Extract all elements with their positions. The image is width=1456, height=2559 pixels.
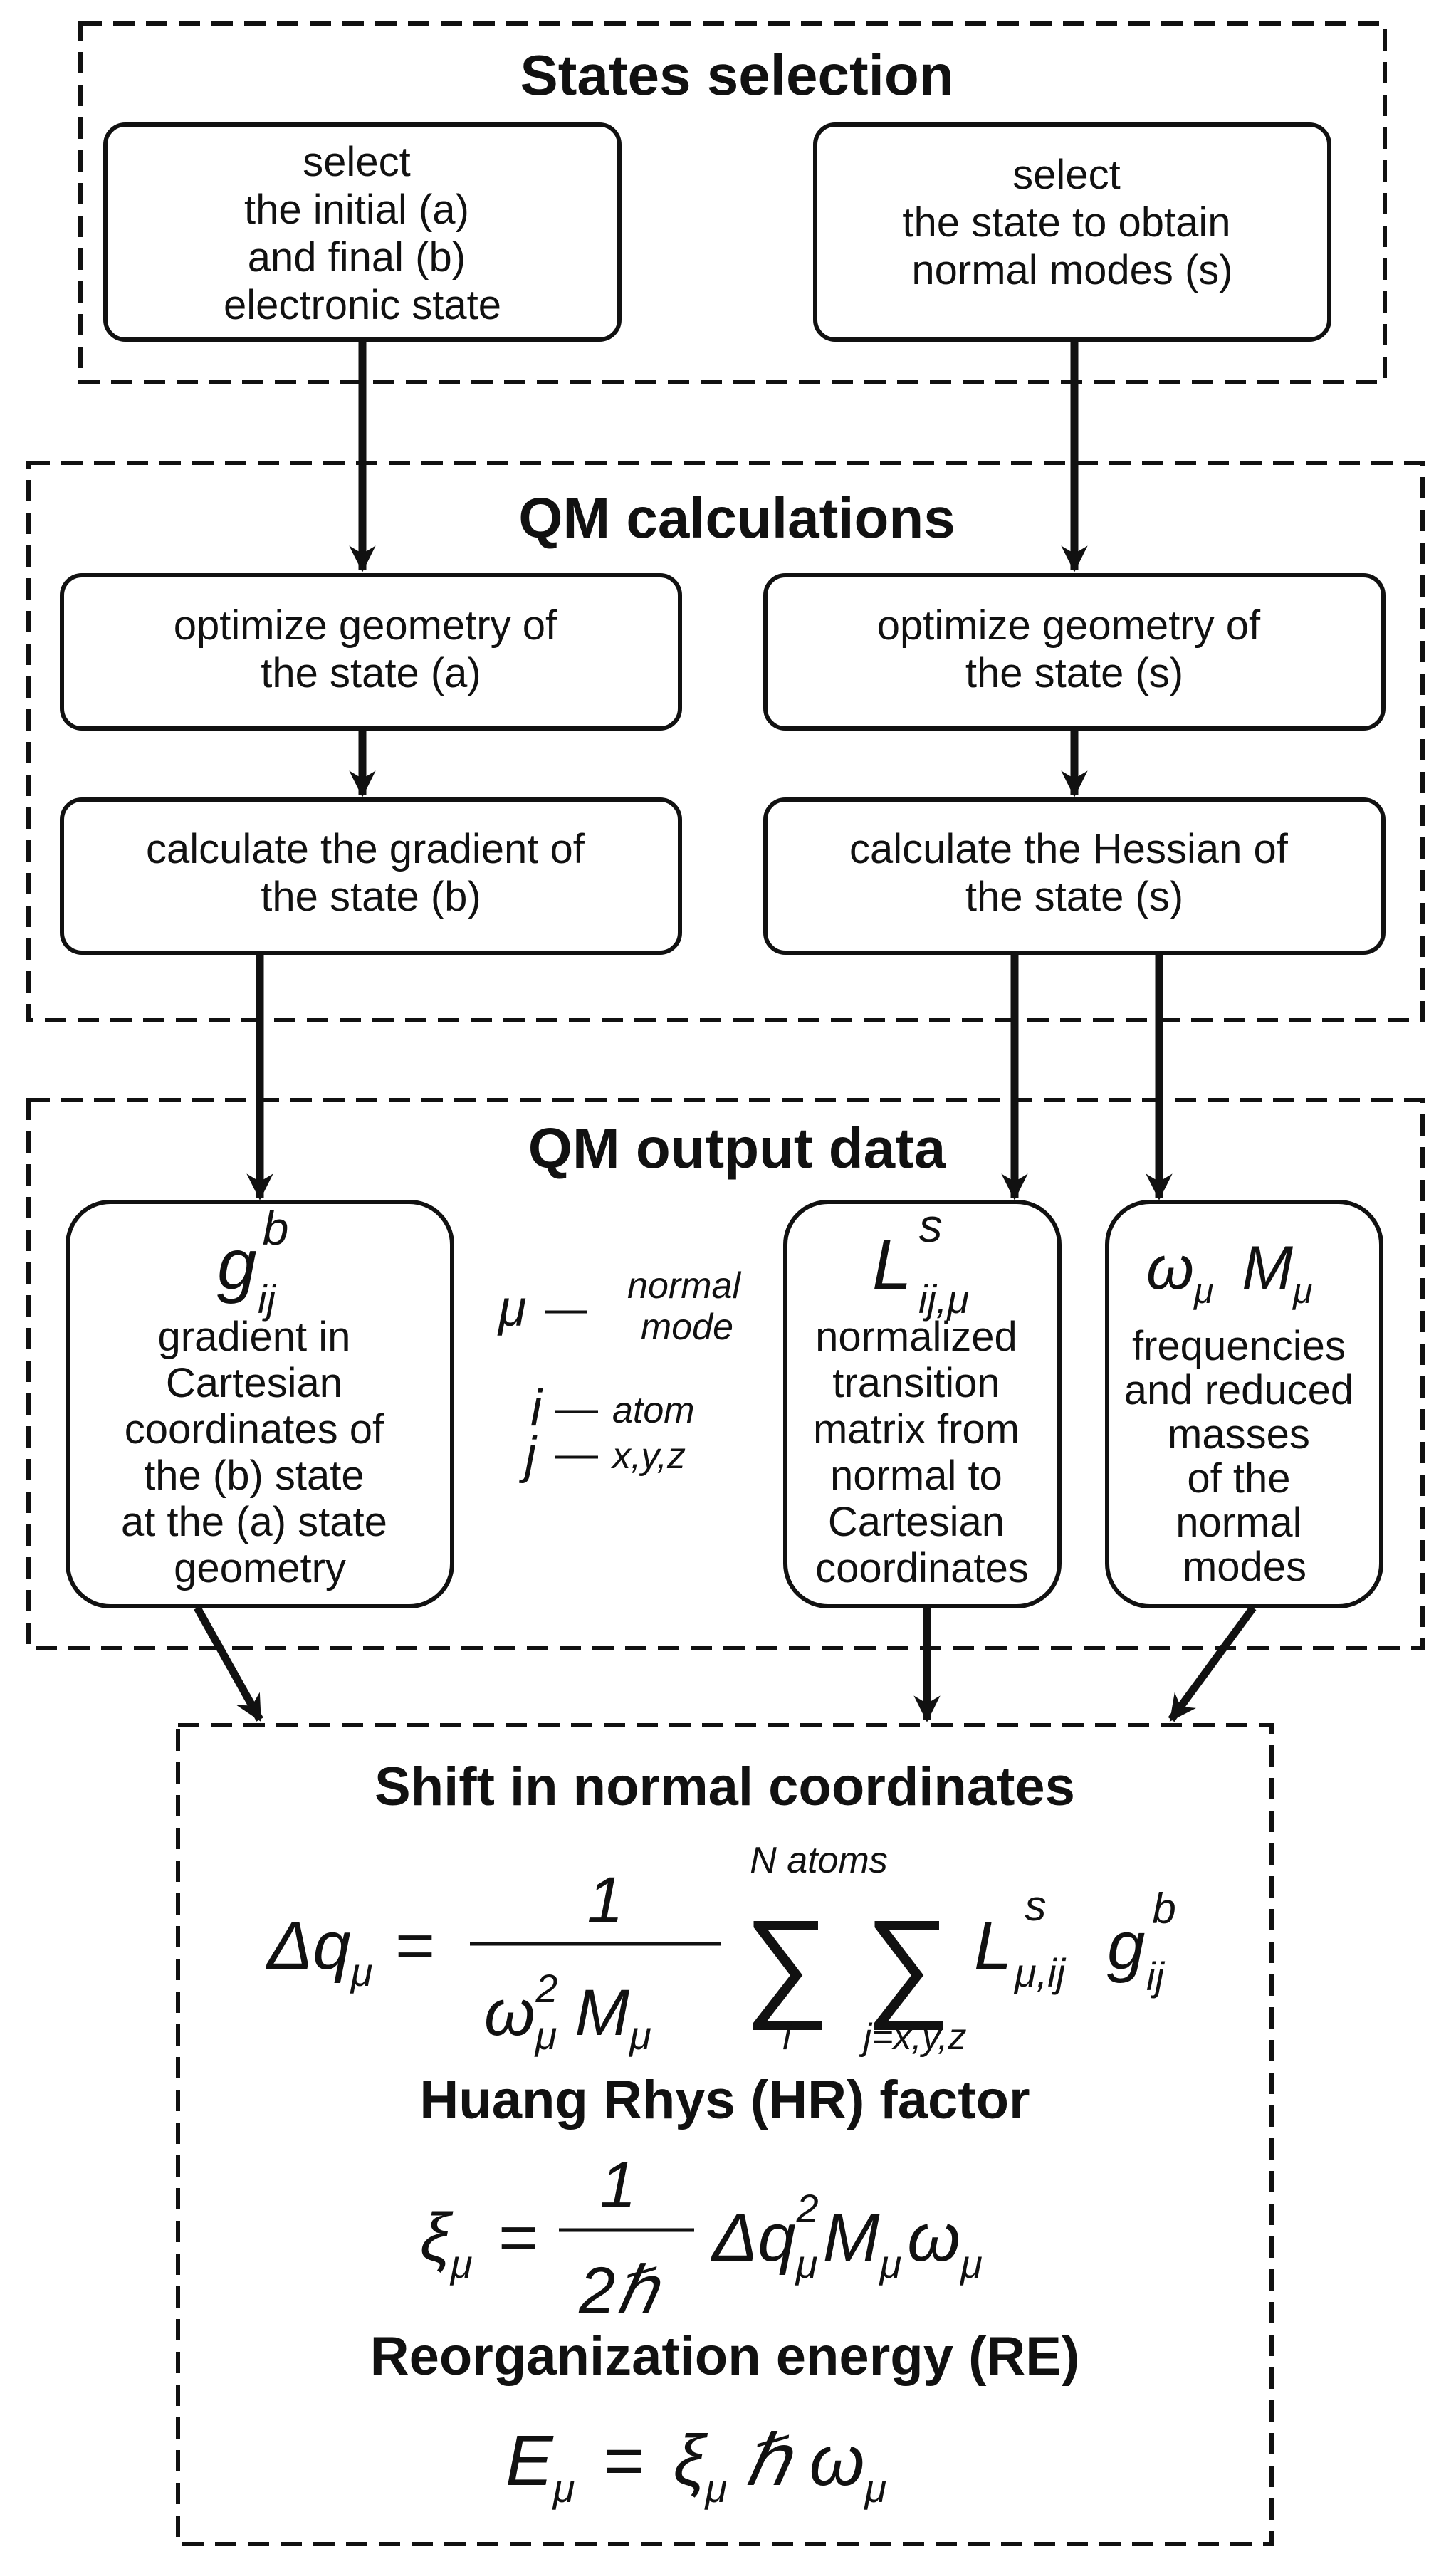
select-ab-line-1: select — [303, 139, 411, 185]
legend-i-symbol: i — [530, 1380, 543, 1437]
freq-desc-1: frequencies — [1132, 1323, 1346, 1369]
svg-text:j=x,y,z: j=x,y,z — [859, 2016, 967, 2058]
freq-desc-5: normal — [1175, 1500, 1302, 1546]
select-ab-line-3: and final (b) — [248, 234, 466, 281]
legend-mu-text-2: mode — [641, 1307, 733, 1348]
hr-formula: ξμ = 1 2ℏ Δqμ2Mμωμ — [420, 2149, 983, 2327]
svg-text:∑: ∑ — [743, 1895, 829, 2031]
svg-text:1: 1 — [599, 2149, 636, 2222]
svg-text:1: 1 — [587, 1864, 623, 1937]
freq-desc-2: and reduced — [1124, 1367, 1353, 1413]
qm-calculations-frame — [26, 461, 1425, 1022]
svg-text:select the initial (a): select the initial (a) and final (b) ele… — [224, 139, 501, 328]
svg-text:gb: gb — [1107, 1885, 1176, 1984]
freq-desc-6: modes — [1183, 1544, 1306, 1590]
shift-heading: Shift in normal coordinates — [375, 1757, 1075, 1817]
transition-desc-4: normal to — [830, 1453, 1002, 1499]
gradient-desc-4: the (b) state — [144, 1453, 364, 1499]
opt-a-line-2: the state (a) — [261, 650, 481, 696]
legend-j-dash: — — [555, 1430, 598, 1477]
svg-text:=: = — [395, 1908, 435, 1984]
qm-calculations-title: QM calculations — [518, 486, 955, 550]
opt-a-line-1: optimize geometry of — [174, 602, 557, 649]
svg-text:ξμ: ξμ — [420, 2199, 473, 2286]
svg-text:calculate the Hessian of t: calculate the Hessian of the state (s) — [849, 826, 1299, 920]
legend-mu-text-1: normal — [627, 1265, 741, 1307]
transition-desc-6: coordinates — [815, 1545, 1029, 1591]
freq-desc-4: of the — [1187, 1455, 1290, 1502]
gradient-output-box — [66, 1200, 454, 1608]
svg-text:N atoms: N atoms — [750, 1840, 888, 1881]
svg-text:ij: ij — [1146, 1954, 1165, 1999]
transition-desc-5: Cartesian — [828, 1499, 1005, 1545]
select-s-line-1: select — [1012, 152, 1121, 198]
opt-s-line-2: the state (s) — [965, 650, 1183, 696]
svg-text:∑: ∑ — [864, 1895, 950, 2031]
re-heading: Reorganization energy (RE) — [370, 2326, 1080, 2387]
grad-b-line-2: the state (b) — [261, 874, 481, 920]
gradient-desc-1: gradient in — [158, 1314, 351, 1360]
svg-text:frequencies and reduced: frequencies and reduced masses of the no… — [1124, 1323, 1366, 1590]
index-legend: μ — normal mode i — atom j — x,y,z — [497, 1265, 741, 1484]
svg-text:Δqμ: Δqμ — [266, 1908, 372, 1994]
results-frame — [176, 1723, 1274, 2546]
arrow-gradient-to-results — [194, 1606, 263, 1722]
arrow-frequencies-to-results — [1168, 1605, 1257, 1722]
svg-text:optimize geometry of the s: optimize geometry of the state (a) — [174, 602, 568, 696]
svg-text:2ℏ: 2ℏ — [578, 2254, 661, 2327]
states-selection-frame — [78, 21, 1387, 384]
transition-desc-1: normalized — [815, 1314, 1017, 1360]
qm-output-frame — [26, 1098, 1425, 1650]
svg-text:Δqμ2Mμωμ: Δqμ2Mμωμ — [711, 2186, 983, 2286]
select-s-line-3: normal modes (s) — [911, 247, 1232, 293]
hess-s-line-2: the state (s) — [965, 874, 1183, 920]
gradient-state-b-box — [60, 797, 682, 955]
opt-s-line-1: optimize geometry of — [877, 602, 1261, 649]
grad-b-line-1: calculate the gradient of — [146, 826, 585, 872]
svg-text:Ls: Ls — [974, 1882, 1046, 1984]
gradient-desc-6: geometry — [174, 1545, 346, 1591]
hessian-state-s-box — [763, 797, 1386, 955]
legend-mu-symbol: μ — [497, 1280, 526, 1337]
gradient-desc-2: Cartesian — [166, 1360, 342, 1406]
svg-text:select the state to obtain: select the state to obtain normal modes … — [902, 152, 1242, 293]
frequencies-masses-box — [1105, 1200, 1383, 1608]
svg-text:=: = — [498, 2199, 538, 2276]
select-ab-line-4: electronic state — [224, 282, 501, 328]
optimize-state-a-box — [60, 573, 682, 731]
states-selection-title: States selection — [520, 43, 953, 107]
svg-text:normalized transition: normalized transition matrix from normal… — [813, 1314, 1031, 1591]
gradient-desc-3: coordinates of — [125, 1406, 384, 1453]
select-s-line-2: the state to obtain — [902, 199, 1230, 246]
transition-desc-3: matrix from — [813, 1406, 1020, 1453]
svg-text:μ,ij: μ,ij — [1013, 1950, 1067, 1995]
svg-text:optimize geometry of the s: optimize geometry of the state (s) — [877, 602, 1272, 696]
transition-desc-2: transition — [832, 1360, 1000, 1406]
legend-i-text: atom — [612, 1390, 695, 1431]
svg-text:gradient in Cartesian: gradient in Cartesian coordinates of the… — [121, 1314, 399, 1591]
legend-i-dash: — — [555, 1384, 598, 1432]
svg-text:calculate the gradient of: calculate the gradient of the state (b) — [146, 826, 596, 920]
legend-j-text: x,y,z — [610, 1435, 686, 1477]
gradient-desc-5: at the (a) state — [121, 1499, 387, 1545]
legend-mu-dash: — — [545, 1284, 587, 1332]
legend-j-symbol: j — [518, 1427, 538, 1484]
hess-s-line-1: calculate the Hessian of — [849, 826, 1289, 872]
freq-desc-3: masses — [1168, 1411, 1310, 1458]
transition-matrix-box — [783, 1200, 1062, 1608]
select-ab-line-2: the initial (a) — [244, 187, 469, 233]
qm-output-title: QM output data — [528, 1116, 946, 1180]
hr-heading: Huang Rhys (HR) factor — [419, 2070, 1030, 2130]
svg-text:i: i — [782, 2016, 792, 2058]
